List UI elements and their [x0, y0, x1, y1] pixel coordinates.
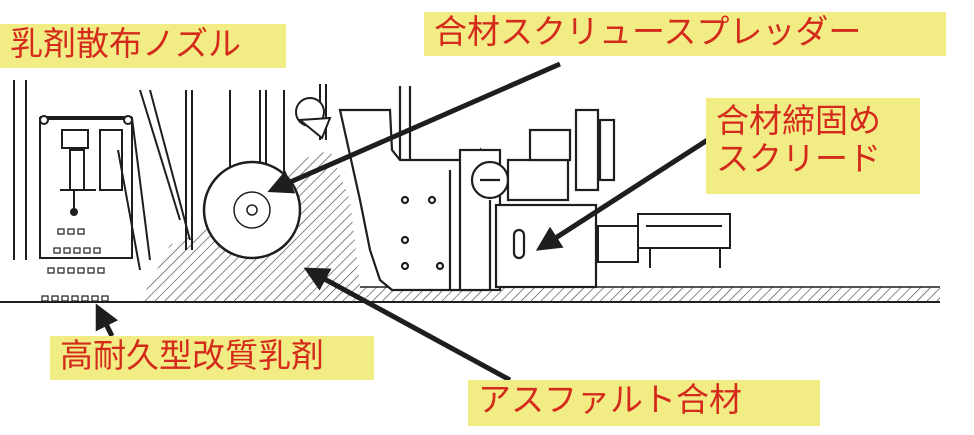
label-screed-line1: 合材締固め: [716, 101, 881, 140]
label-asphalt-mix: アスファルト合材: [468, 380, 820, 426]
label-screed: 合材締固め スクリード: [706, 98, 920, 194]
mast: [295, 84, 332, 140]
arrow-head: [267, 61, 562, 194]
label-emulsion-nozzle: 乳剤散布ノズル: [0, 24, 286, 68]
arrow-head: [95, 303, 119, 338]
spray-nozzle-assembly: [13, 80, 151, 271]
arrow-head: [535, 129, 722, 251]
label-high-durability-emulsion: 高耐久型改質乳剤: [50, 336, 374, 380]
rear-platform: [597, 213, 731, 268]
label-screed-line2: スクリード: [716, 139, 881, 178]
screed-body: [338, 86, 616, 292]
asphalt-mix-hatch: [140, 150, 940, 302]
arrow-head: [303, 267, 512, 383]
label-screw-spreader: 合材スクリュースプレッダー: [424, 12, 946, 56]
arrows: [95, 61, 722, 383]
spray-nozzle-icon: [41, 228, 109, 302]
screw-auger-icon: [202, 160, 302, 260]
